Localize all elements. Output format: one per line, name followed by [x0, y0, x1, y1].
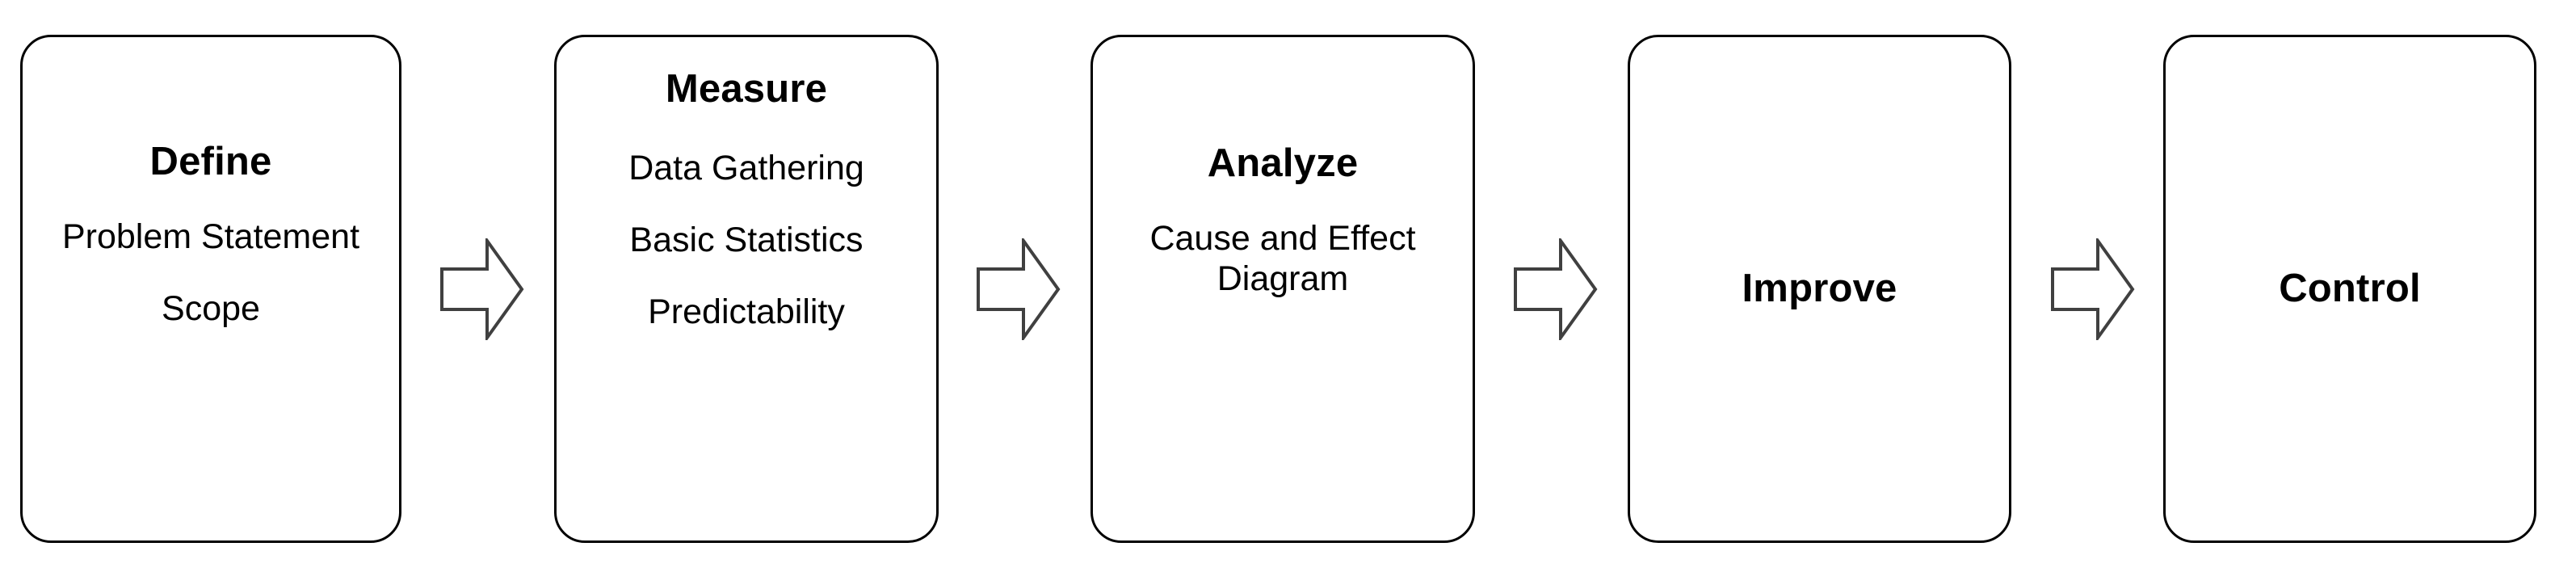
stage-detail-measure-predictability: Predictability — [648, 292, 845, 332]
stage-title-measure: Measure — [665, 67, 828, 111]
stage-box-analyze[interactable]: Analyze Cause and Effect Diagram — [1090, 35, 1475, 543]
stage-detail-define-scope: Scope — [162, 289, 260, 329]
stage-title-improve: Improve — [1742, 267, 1897, 311]
stage-box-measure[interactable]: Measure Data Gathering Basic Statistics … — [554, 35, 939, 543]
stage-title-define: Define — [149, 140, 272, 183]
stage-title-analyze: Analyze — [1207, 141, 1359, 185]
stage-detail-define-problem-statement: Problem Statement — [61, 217, 360, 256]
stage-detail-measure-data-gathering: Data Gathering — [628, 148, 864, 187]
right-block-arrow-icon-3 — [1514, 238, 1598, 340]
stage-box-define[interactable]: Define Problem Statement Scope — [20, 35, 401, 543]
stage-box-control[interactable]: Control — [2163, 35, 2536, 543]
stage-title-control: Control — [2279, 267, 2421, 311]
stage-box-improve[interactable]: Improve — [1628, 35, 2011, 543]
right-block-arrow-icon-1 — [440, 238, 524, 340]
right-block-arrow-icon-2 — [977, 238, 1061, 340]
stage-detail-measure-basic-statistics: Basic Statistics — [629, 221, 864, 260]
right-block-arrow-icon-4 — [2051, 238, 2135, 340]
stage-detail-analyze-cause-and-effect-diagram: Cause and Effect Diagram — [1149, 218, 1416, 299]
